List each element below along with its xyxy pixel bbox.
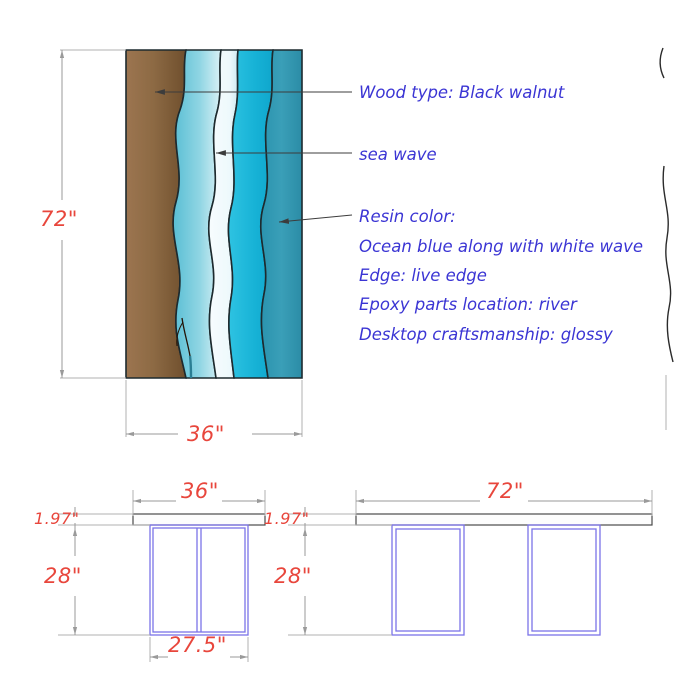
- side-view-leg-left-outer: [391, 524, 465, 636]
- front-dimension-leg-width: 27.5": [149, 633, 249, 662]
- dimension-label-width: 36": [187, 422, 225, 446]
- annotation-resin-color: Resin color:: [359, 207, 456, 226]
- leader-line-resin-color: [278, 214, 353, 224]
- wood-grain-crack-fill: [188, 355, 193, 379]
- side-view-tabletop: [355, 513, 653, 526]
- dimension-height-72: 72": [40, 49, 126, 379]
- front-view-leg-frame-outer: [149, 524, 249, 636]
- front-dimension-leg-height: 28": [44, 528, 150, 636]
- annotation-resin-color-detail: Ocean blue along with white wave: [359, 237, 643, 256]
- side-dimension-label-thickness: 1.97": [264, 509, 309, 528]
- side-view-leg-right-inner: [531, 528, 597, 632]
- front-dimension-label-leg-height: 28": [44, 564, 82, 588]
- tabletop-plan-view: 72" 36": [40, 49, 303, 446]
- wood-grain-crack-branch: [176, 321, 184, 347]
- side-elevation-view: 72" 1.97" 28": [264, 479, 653, 636]
- deep-teal-resin-band: [260, 49, 303, 379]
- side-dimension-label-length: 72": [486, 479, 524, 503]
- dimension-width-36: 36": [125, 380, 303, 446]
- front-dimension-label-width: 36": [181, 479, 219, 503]
- front-view-tabletop: [132, 513, 266, 526]
- side-view-leg-left-inner: [395, 528, 461, 632]
- annotation-group: Wood type: Black walnut sea wave Resin c…: [155, 83, 643, 344]
- front-view-leg-frame-inner: [152, 527, 246, 633]
- front-elevation-view: 36" 1.97" 28" 27.5": [34, 479, 266, 662]
- annotation-sea-wave: sea wave: [359, 145, 437, 164]
- front-dimension-label-thickness: 1.97": [34, 509, 79, 528]
- dimension-label-height: 72": [40, 207, 78, 231]
- side-dimension-leg-height: 28": [274, 528, 392, 636]
- annotation-craftsmanship: Desktop craftsmanship: glossy: [359, 325, 613, 344]
- annotation-wood-type: Wood type: Black walnut: [359, 83, 565, 102]
- front-dimension-label-leg-width: 27.5": [168, 633, 227, 657]
- annotation-edge: Edge: live edge: [359, 266, 487, 285]
- side-dimension-label-leg-height: 28": [274, 564, 312, 588]
- front-dimension-thickness: 1.97": [34, 507, 150, 534]
- annotation-epoxy-location: Epoxy parts location: river: [359, 295, 578, 314]
- side-view-leg-right-outer: [527, 524, 601, 636]
- front-dimension-width-36: 36": [132, 479, 266, 516]
- side-dimension-thickness: 1.97": [264, 507, 392, 534]
- side-dimension-length-72: 72": [355, 479, 653, 516]
- cropped-edge-curve: [659, 47, 674, 430]
